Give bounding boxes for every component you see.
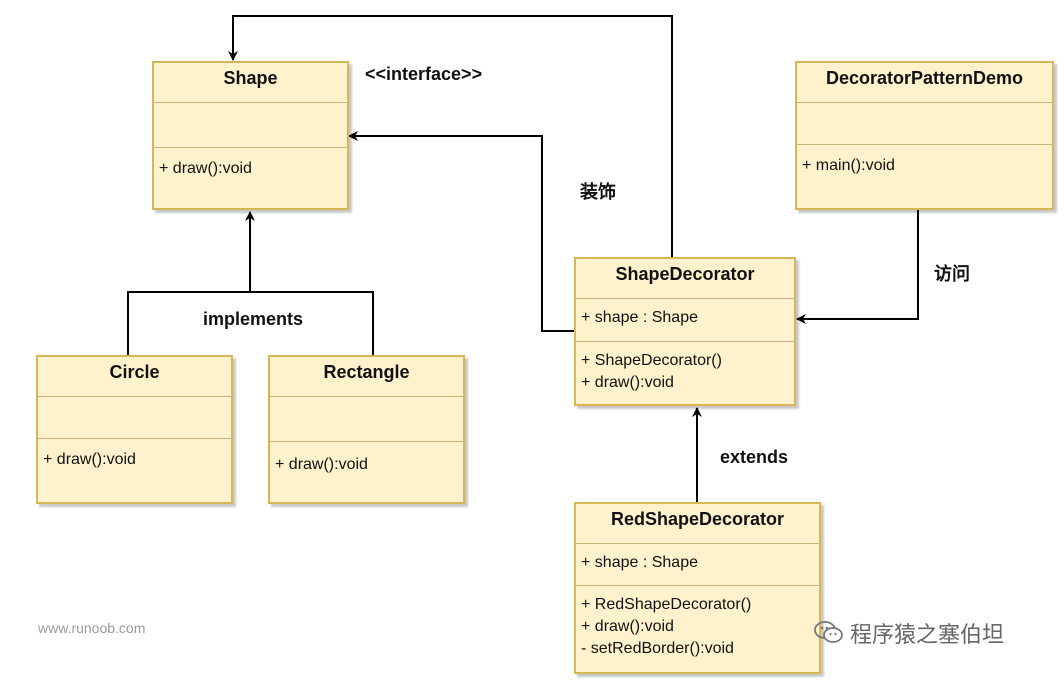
- class-shape-decorator-attrs: + shape : Shape: [576, 299, 794, 342]
- decorate-connector: [348, 131, 575, 332]
- class-shape-decorator[interactable]: ShapeDecorator + shape : Shape + ShapeDe…: [574, 257, 796, 406]
- class-rectangle[interactable]: Rectangle + draw():void: [268, 355, 465, 504]
- decorate-label: 装饰: [580, 182, 616, 202]
- class-shape-decorator-op: + ShapeDecorator(): [581, 352, 722, 369]
- interface-label: <<interface>>: [365, 64, 483, 84]
- class-red-shape-decorator-attr: + shape : Shape: [581, 554, 698, 571]
- brand-mark: 程序猿之塞伯坦: [814, 617, 1004, 649]
- class-rectangle-name: Rectangle: [270, 357, 463, 397]
- class-rectangle-op: + draw():void: [275, 456, 368, 473]
- class-shape-name: Shape: [154, 63, 347, 103]
- class-circle[interactable]: Circle + draw():void: [36, 355, 233, 504]
- implements-label: implements: [203, 309, 304, 329]
- aggregation-top-connector: [228, 15, 673, 257]
- class-demo-name: DecoratorPatternDemo: [797, 63, 1052, 103]
- class-circle-ops: + draw():void: [38, 439, 231, 471]
- class-shape-ops: + draw():void: [154, 148, 347, 180]
- class-demo-op: + main():void: [802, 157, 895, 174]
- class-shape-decorator-ops: + ShapeDecorator() + draw():void: [576, 342, 794, 394]
- access-connector: [796, 210, 919, 324]
- class-red-shape-decorator-op: + draw():void: [581, 618, 674, 635]
- class-red-shape-decorator[interactable]: RedShapeDecorator + shape : Shape + RedS…: [574, 502, 821, 674]
- watermark: www.runoob.com: [38, 620, 146, 636]
- class-circle-name: Circle: [38, 357, 231, 397]
- brand-text: 程序猿之塞伯坦: [850, 622, 1005, 647]
- class-circle-op: + draw():void: [43, 451, 136, 468]
- class-red-shape-decorator-name: RedShapeDecorator: [576, 504, 819, 544]
- class-shape-decorator-attr: + shape : Shape: [581, 309, 698, 326]
- wechat-icon: [814, 621, 843, 643]
- class-circle-attrs: [38, 397, 231, 439]
- class-demo-attrs: [797, 103, 1052, 145]
- class-red-shape-decorator-attrs: + shape : Shape: [576, 544, 819, 586]
- class-red-shape-decorator-ops: + RedShapeDecorator() + draw():void - se…: [576, 586, 819, 660]
- class-shape-decorator-name: ShapeDecorator: [576, 259, 794, 299]
- class-shape[interactable]: Shape + draw():void: [152, 61, 349, 210]
- class-decorator-pattern-demo[interactable]: DecoratorPatternDemo + main():void: [795, 61, 1054, 210]
- class-shape-op: + draw():void: [159, 160, 252, 177]
- class-demo-ops: + main():void: [797, 145, 1052, 177]
- class-red-shape-decorator-op: - setRedBorder():void: [581, 640, 734, 657]
- access-label: 访问: [934, 264, 970, 284]
- class-rectangle-attrs: [270, 397, 463, 442]
- class-red-shape-decorator-op: + RedShapeDecorator(): [581, 596, 752, 613]
- class-rectangle-ops: + draw():void: [270, 442, 463, 476]
- class-shape-attrs: [154, 103, 347, 148]
- extends-label: extends: [720, 447, 789, 467]
- class-shape-decorator-op: + draw():void: [581, 374, 674, 391]
